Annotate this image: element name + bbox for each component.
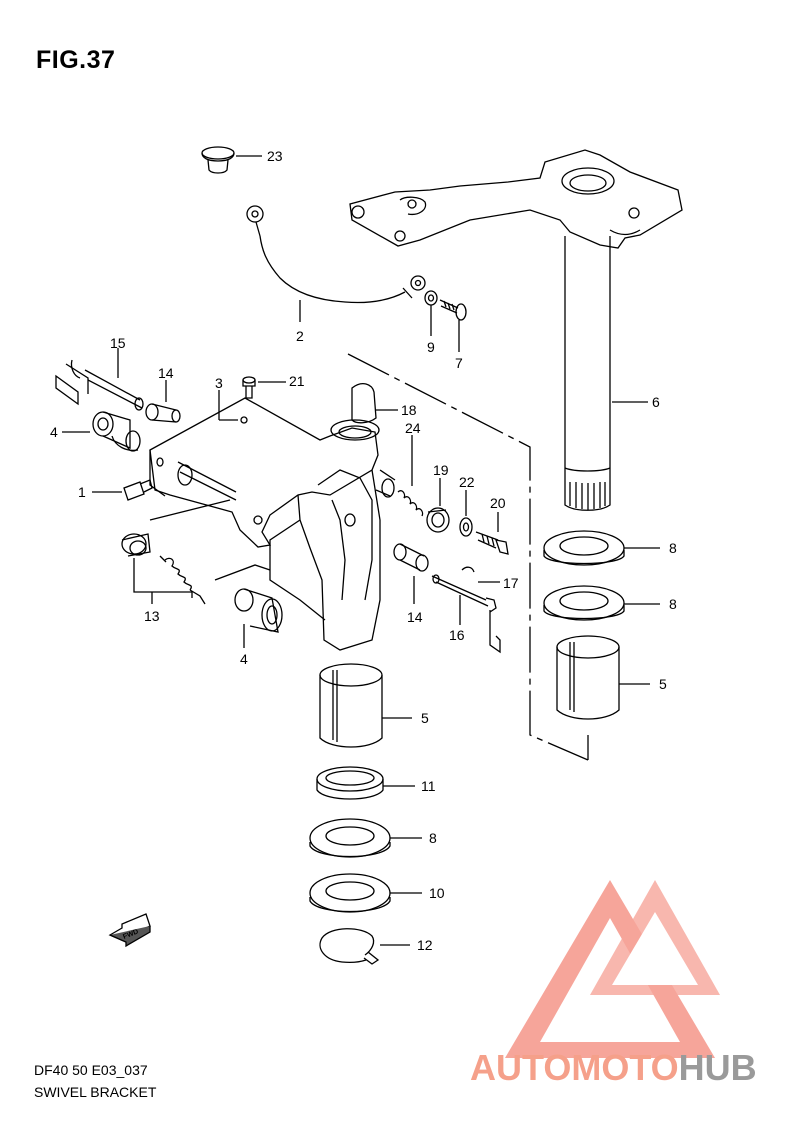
- callout-15: 15: [110, 335, 126, 351]
- part-19-knob: [426, 478, 450, 533]
- assembly-lines: [347, 353, 589, 761]
- callout-8-b: 8: [669, 596, 677, 612]
- callout-13: 13: [144, 608, 160, 624]
- callout-2: 2: [296, 328, 304, 344]
- part-11-seal: [316, 766, 415, 800]
- callout-23: 23: [267, 148, 283, 164]
- callout-11: 11: [421, 778, 436, 794]
- part-3-swivel-bracket: [149, 390, 396, 651]
- callout-8-c: 8: [429, 830, 437, 846]
- callout-4-upper: 4: [50, 424, 58, 440]
- callout-6: 6: [652, 394, 660, 410]
- part-20-bolt: [475, 512, 509, 555]
- figure-name: SWIVEL BRACKET: [34, 1084, 157, 1100]
- callout-7: 7: [455, 355, 463, 371]
- callout-16: 16: [449, 627, 465, 643]
- part-8-washer-a: [543, 530, 660, 566]
- callout-18: 18: [401, 402, 417, 418]
- guide-lines: [149, 499, 271, 581]
- figure-code: DF40 50 E03_037: [34, 1062, 148, 1078]
- watermark-logo: [505, 880, 720, 1058]
- callout-8-a: 8: [669, 540, 677, 556]
- part-16-lever: [431, 574, 501, 654]
- callout-19: 19: [433, 462, 449, 478]
- watermark-text-main: AUTOMOTO: [470, 1047, 679, 1088]
- callout-14-lower: 14: [407, 609, 423, 625]
- callout-10: 10: [429, 885, 445, 901]
- part-21-screw: [242, 376, 286, 399]
- part-18-pad: [351, 382, 398, 424]
- part-4-bushing-upper: [62, 411, 141, 452]
- figure-title: FIG.37: [36, 46, 116, 74]
- part-14-bushing-lower: [393, 543, 429, 604]
- part-2-ground-wire: [246, 205, 426, 322]
- part-15-tilt-pin: [55, 348, 144, 411]
- part-5-bushing-upper: [556, 635, 650, 720]
- callout-labels: 23 2 9 7 6 15 14 3 21 18 4 1 24 19 22 20…: [50, 148, 677, 953]
- part-9-washer: [424, 290, 438, 336]
- callout-4-lower: 4: [240, 651, 248, 667]
- fwd-arrow-icon: [108, 913, 151, 948]
- part-8-washer-b: [543, 585, 660, 621]
- part-12-circlip: [319, 928, 410, 965]
- part-1-grease-nipple: [92, 479, 153, 501]
- part-7-bolt: [439, 299, 467, 352]
- part-14-bushing: [145, 380, 181, 423]
- part-4-bushing-lower: [234, 588, 283, 648]
- callout-22: 22: [459, 474, 475, 490]
- callout-1: 1: [78, 484, 86, 500]
- part-6-steering-shaft: [349, 149, 683, 511]
- part-13-spring: [121, 533, 206, 605]
- part-22-washer: [459, 490, 473, 537]
- callout-17: 17: [503, 575, 519, 591]
- callout-20: 20: [490, 495, 506, 511]
- callout-5-center: 5: [421, 710, 429, 726]
- watermark-text: AUTOMOTOHUB: [470, 1047, 757, 1089]
- part-24-spring: [397, 435, 424, 517]
- callout-5-right: 5: [659, 676, 667, 692]
- callout-9: 9: [427, 339, 435, 355]
- part-5-bushing-lower: [319, 663, 412, 748]
- callout-12: 12: [417, 937, 433, 953]
- part-23-plug: [201, 146, 262, 174]
- callout-24: 24: [405, 420, 421, 436]
- watermark-text-accent: HUB: [678, 1047, 757, 1088]
- part-10-washer: [309, 873, 422, 913]
- part-8-washer-c: [309, 818, 422, 858]
- callout-21: 21: [289, 373, 305, 389]
- part-17-clip: [461, 566, 500, 583]
- callout-14-top: 14: [158, 365, 174, 381]
- callout-3: 3: [215, 375, 223, 391]
